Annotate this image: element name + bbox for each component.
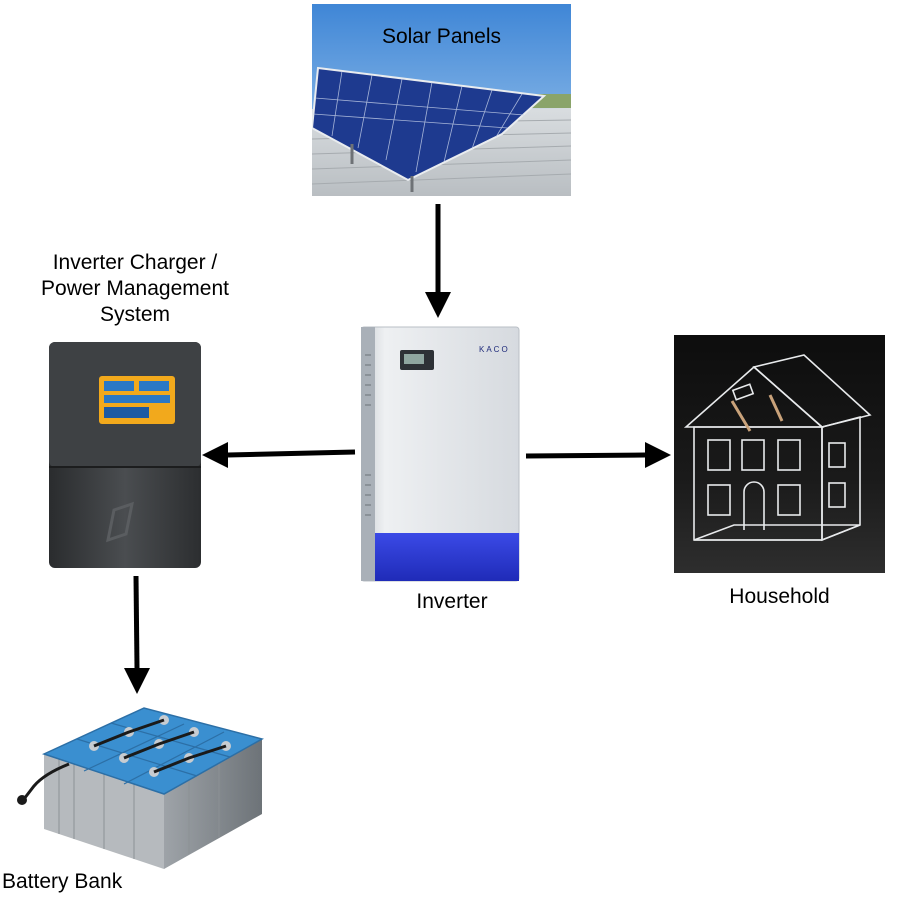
inverter-charger-label-line-1: Inverter Charger / (52, 251, 218, 274)
arrow-solar-to-inverter (425, 204, 451, 318)
inverter-charger-image (49, 342, 201, 568)
arrow-inverter-to-inverter-charger (202, 442, 356, 468)
arrow-inverter-charger-to-battery (124, 575, 150, 694)
inverter-brand: KACO (479, 345, 510, 354)
inverter-charger-label: Inverter Charger / Power Management Syst… (20, 250, 250, 328)
inverter-charger-label-line-2: Power Management (41, 277, 229, 300)
battery-bank-image (17, 707, 264, 869)
battery-bank-node (14, 694, 268, 874)
battery-bank-label: Battery Bank (2, 870, 123, 893)
inverter-node: KACO (360, 325, 521, 583)
household-node (674, 335, 885, 573)
solar-panels-image (310, 4, 572, 196)
inverter-label: Inverter (416, 590, 488, 613)
arrow-inverter-to-household (525, 442, 671, 468)
inverter-charger-label-line-3: System (99, 303, 170, 326)
solar-panels-node: Solar Panels (310, 4, 572, 196)
household-label: Household (729, 585, 830, 608)
inverter-image (360, 326, 520, 582)
solar-panels-label: Solar Panels (381, 25, 502, 48)
inverter-charger-node (44, 340, 206, 575)
household-image (674, 335, 885, 573)
